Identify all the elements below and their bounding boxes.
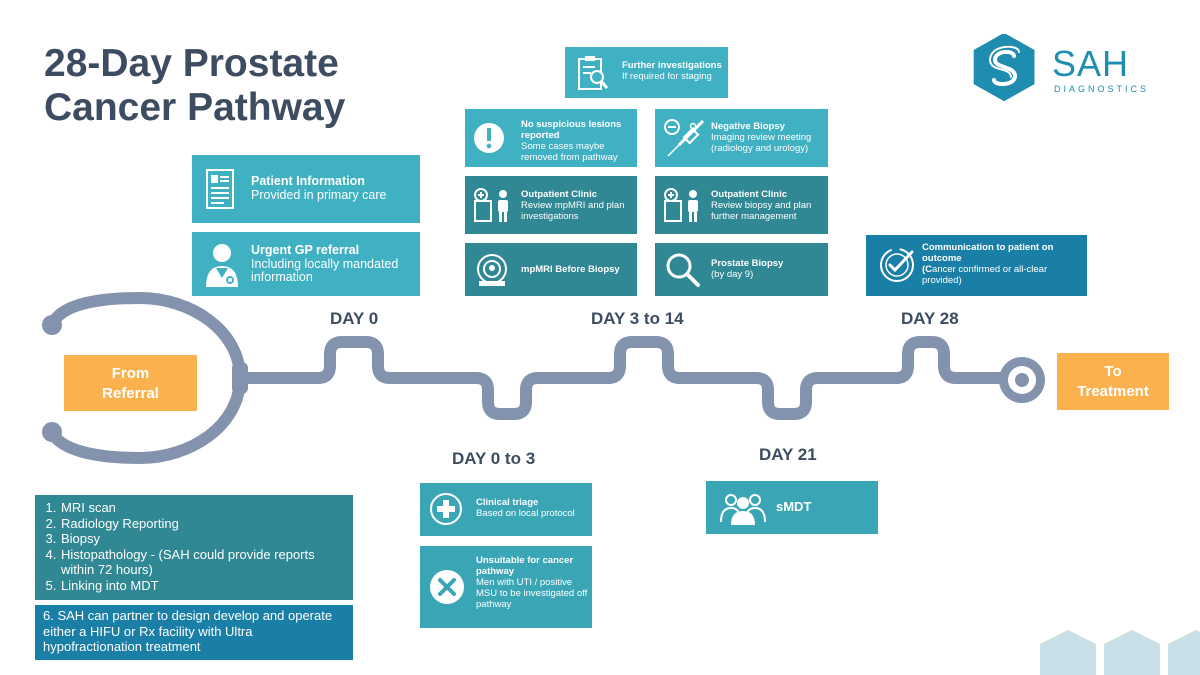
smdt-title: sMDT xyxy=(776,499,812,514)
clipboard-search-icon xyxy=(578,56,609,90)
gp-referral-body: Including locally mandated information xyxy=(251,257,399,284)
no-lesions-title: No suspicious lesions reported xyxy=(521,119,622,141)
further-inv-title: Further investigations xyxy=(622,60,722,71)
communication-body-bold: (C xyxy=(922,264,933,275)
to-treatment-label: To Treatment xyxy=(1057,353,1169,410)
magnifier-icon xyxy=(666,253,700,287)
clinic-icon xyxy=(664,188,698,222)
neg-biopsy-body: Imaging review meeting (radiology and ur… xyxy=(711,132,812,154)
outpatient-2-title: Outpatient Clinic xyxy=(711,189,787,200)
from-line-2: Referral xyxy=(102,385,159,402)
logo-subtitle: DIAGNOSTICS xyxy=(1054,84,1150,94)
prostate-biopsy-title: Prostate Biopsy xyxy=(711,258,784,269)
team-icon xyxy=(720,494,766,525)
outpatient-1-title: Outpatient Clinic xyxy=(521,189,597,200)
communication-box: Communication to patient on outcome (Can… xyxy=(866,235,1087,296)
services-list-item: Radiology Reporting xyxy=(60,516,347,532)
clinical-triage-box: Clinical triage Based on local protocol xyxy=(420,483,592,536)
day-0-label: DAY 0 xyxy=(330,309,379,328)
partner-note-box: 6. SAH can partner to design develop and… xyxy=(35,605,353,660)
patient-information-box: Patient Information Provided in primary … xyxy=(192,155,420,223)
exclamation-icon xyxy=(474,123,504,153)
title-line-1: 28-Day Prostate xyxy=(44,42,339,85)
to-line-1: To xyxy=(1104,363,1122,380)
services-list-box: MRI scan Radiology Reporting Biopsy Hist… xyxy=(35,495,353,600)
check-badge-icon xyxy=(880,248,914,282)
partner-note: 6. SAH can partner to design develop and… xyxy=(43,608,333,654)
day-28-label: DAY 28 xyxy=(901,309,959,328)
gp-referral-title: Urgent GP referral xyxy=(251,243,360,257)
clinical-triage-body: Based on local protocol xyxy=(476,508,575,519)
unsuitable-box: Unsuitable for cancer pathway Men with U… xyxy=(420,546,592,628)
no-lesions-box: No suspicious lesions reported Some case… xyxy=(465,109,637,167)
to-line-2: Treatment xyxy=(1077,383,1149,400)
document-icon xyxy=(206,169,234,209)
mpmri-title: mpMRI Before Biopsy xyxy=(521,264,620,275)
patient-info-title: Patient Information xyxy=(251,174,365,188)
outpatient-1-body: Review mpMRI and plan investigations xyxy=(521,200,625,222)
x-circle-icon xyxy=(430,570,464,604)
clinic-icon xyxy=(474,188,508,222)
outpatient-clinic-2-box: Outpatient Clinic Review biopsy and plan… xyxy=(655,176,828,234)
day-21-label: DAY 21 xyxy=(759,445,817,464)
sah-logo-icon xyxy=(973,34,1035,102)
unsuitable-title: Unsuitable for cancer pathway xyxy=(476,555,574,577)
decorative-houses xyxy=(1040,630,1200,675)
services-list: MRI scan Radiology Reporting Biopsy Hist… xyxy=(35,500,347,593)
clinical-triage-title: Clinical triage xyxy=(476,497,539,508)
negative-biopsy-box: Negative Biopsy Imaging review meeting (… xyxy=(655,109,828,167)
no-lesions-body: Some cases maybe removed from pathway xyxy=(521,141,618,163)
outpatient-clinic-1-box: Outpatient Clinic Review mpMRI and plan … xyxy=(465,176,637,234)
plus-circle-icon xyxy=(430,493,462,525)
mpmri-box: mpMRI Before Biopsy xyxy=(465,243,637,296)
page-title: 28-Day Prostate Cancer Pathway xyxy=(44,42,404,130)
services-list-item: MRI scan xyxy=(60,500,347,516)
further-investigations-box: Further investigations If required for s… xyxy=(565,47,728,98)
outpatient-2-body: Review biopsy and plan further managemen… xyxy=(711,200,812,222)
biopsy-needle-icon xyxy=(664,119,705,157)
doctor-icon xyxy=(206,244,238,287)
communication-title: Communication to patient on outcome xyxy=(922,242,1054,264)
patient-info-body: Provided in primary care xyxy=(251,188,387,202)
smdt-box: sMDT xyxy=(706,481,878,534)
title-line-2: Cancer Pathway xyxy=(44,86,346,129)
prostate-biopsy-body: (by day 9) xyxy=(711,269,754,280)
unsuitable-body: Men with UTI / positive MSU to be invest… xyxy=(476,577,588,610)
logo-name: SAH xyxy=(1052,43,1130,84)
further-inv-body: If required for staging xyxy=(622,71,712,82)
day-3-14-label: DAY 3 to 14 xyxy=(591,309,684,328)
gp-referral-box: Urgent GP referral Including locally man… xyxy=(192,232,420,296)
day-0-3-label: DAY 0 to 3 xyxy=(452,449,536,468)
prostate-biopsy-box: Prostate Biopsy (by day 9) xyxy=(655,243,828,296)
communication-body: ancer confirmed or all-clear provided) xyxy=(922,264,1048,286)
from-referral-label: From Referral xyxy=(64,355,197,411)
from-line-1: From xyxy=(111,365,150,382)
mri-scanner-icon xyxy=(477,254,507,286)
services-list-item: Linking into MDT xyxy=(60,578,347,594)
services-list-item: Histopathology - (SAH could provide repo… xyxy=(60,547,347,578)
neg-biopsy-title: Negative Biopsy xyxy=(711,121,785,132)
services-list-item: Biopsy xyxy=(60,531,347,547)
